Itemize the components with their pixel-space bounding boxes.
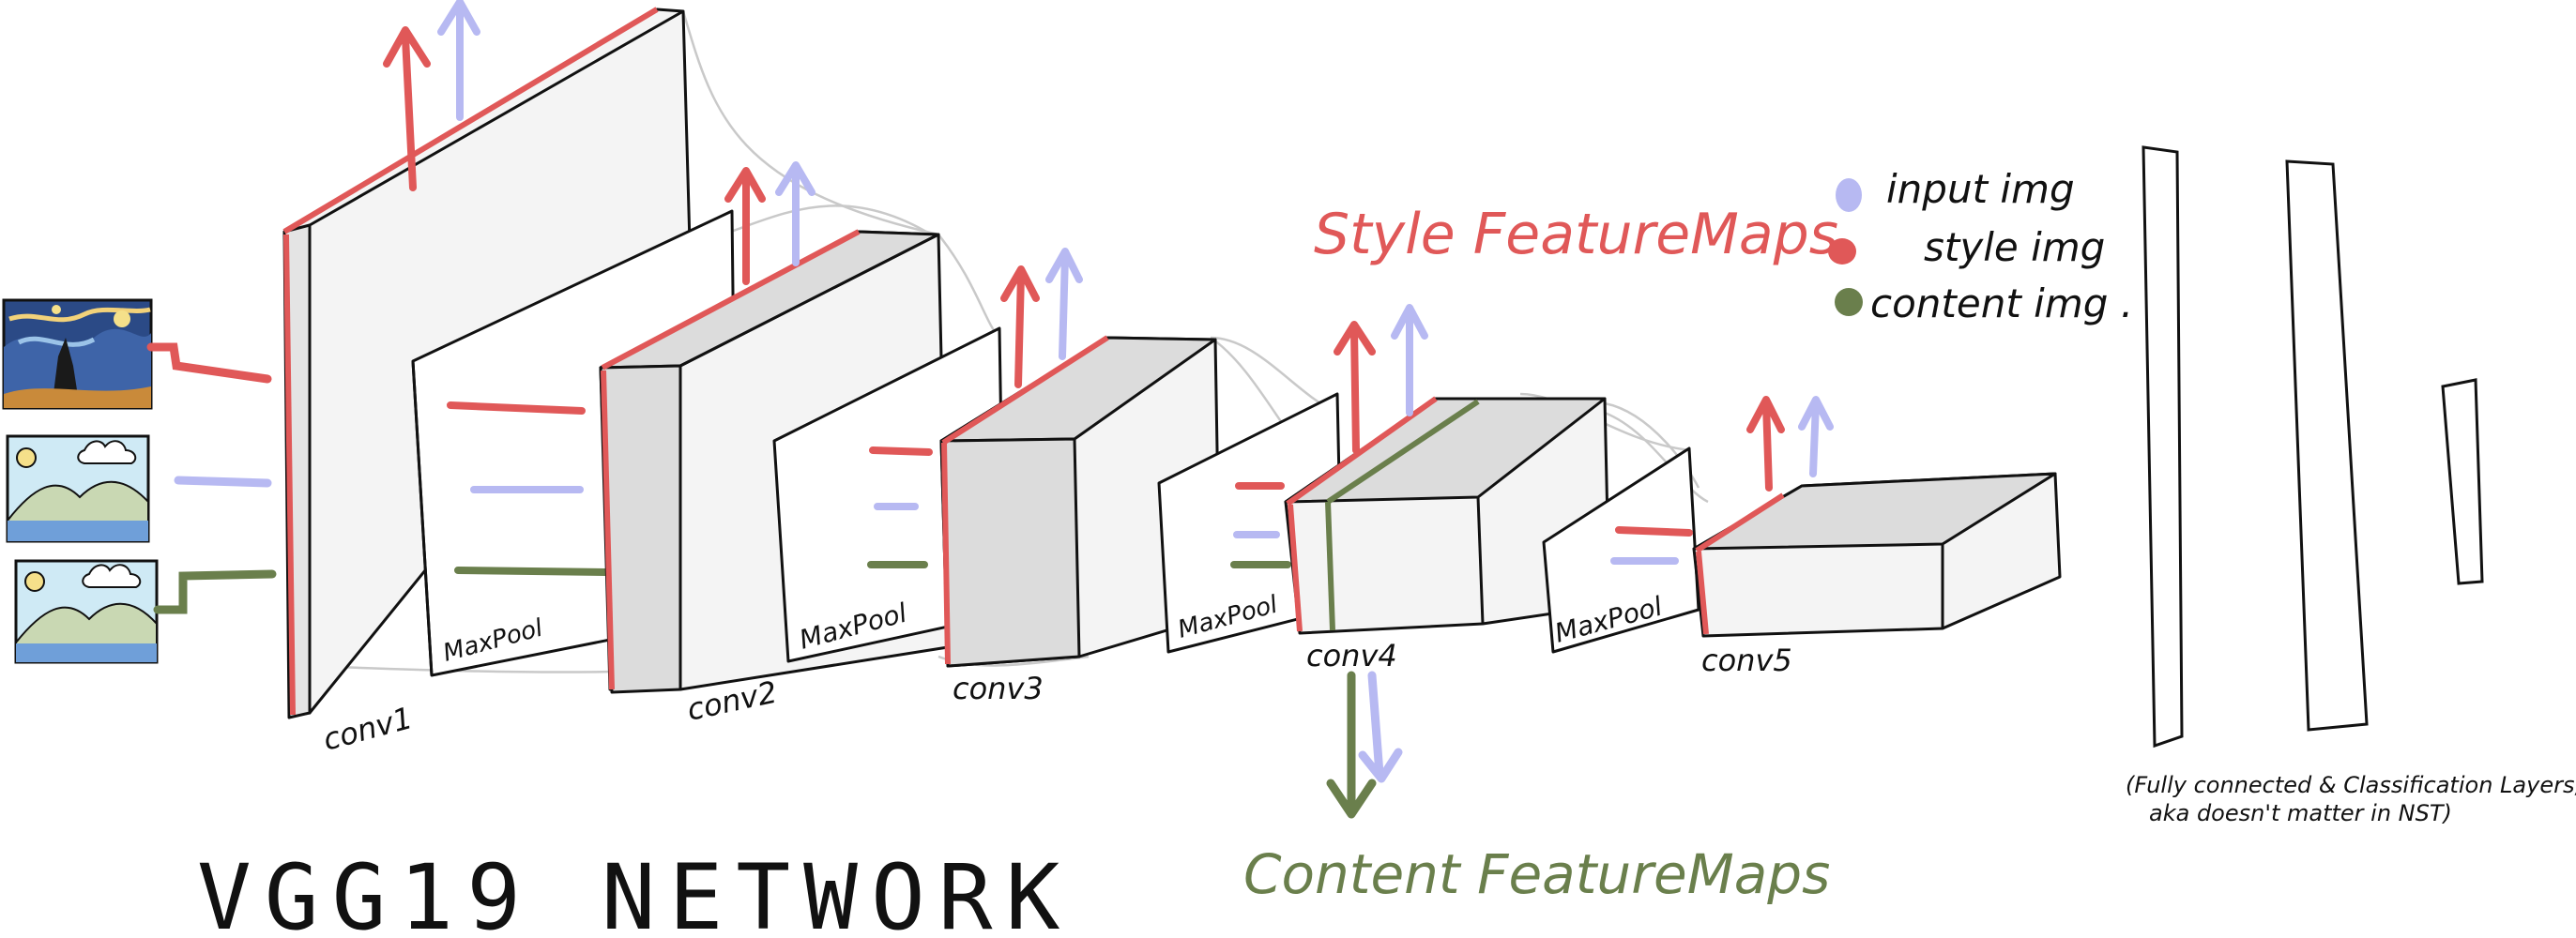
style-feature-maps-label: Style FeatureMaps — [1314, 202, 1838, 267]
label-conv4: conv4 — [1306, 638, 1397, 673]
input-image — [6, 434, 150, 543]
feature-map-arrows — [383, 0, 1834, 492]
label-conv3: conv3 — [953, 671, 1044, 706]
legend-dot-content — [1835, 288, 1863, 316]
maxpool4-block — [1542, 446, 1700, 654]
legend-label-content: content img . — [1870, 280, 2133, 326]
content-image — [14, 559, 159, 664]
legend-dot-input — [1836, 178, 1862, 212]
fc-layer-1 — [2142, 145, 2184, 749]
fc-layers — [2142, 145, 2484, 749]
fc-layer-3 — [2441, 378, 2484, 585]
diagram-title: VGG19 NETWORK — [197, 845, 1073, 938]
legend-label-style: style img — [1924, 224, 2105, 270]
fc-note-line2: aka doesn't matter in NST) — [2149, 800, 2452, 826]
style-image — [2, 298, 153, 410]
conv5-block — [1692, 472, 2062, 638]
fc-note-line1: (Fully connected & Classification Layers… — [2126, 772, 2576, 798]
conv3-block — [939, 335, 1222, 668]
content-arrows — [1326, 671, 1403, 819]
legend: input img style img content img . — [1828, 166, 2133, 326]
fc-layer-2 — [2285, 159, 2369, 732]
legend-dot-style — [1828, 238, 1856, 265]
label-conv5: conv5 — [1701, 643, 1792, 678]
legend-label-input: input img — [1886, 166, 2075, 212]
label-conv1: conv1 — [319, 700, 416, 758]
content-feature-maps-label: Content FeatureMaps — [1243, 842, 1830, 906]
input-connectors — [146, 342, 277, 614]
